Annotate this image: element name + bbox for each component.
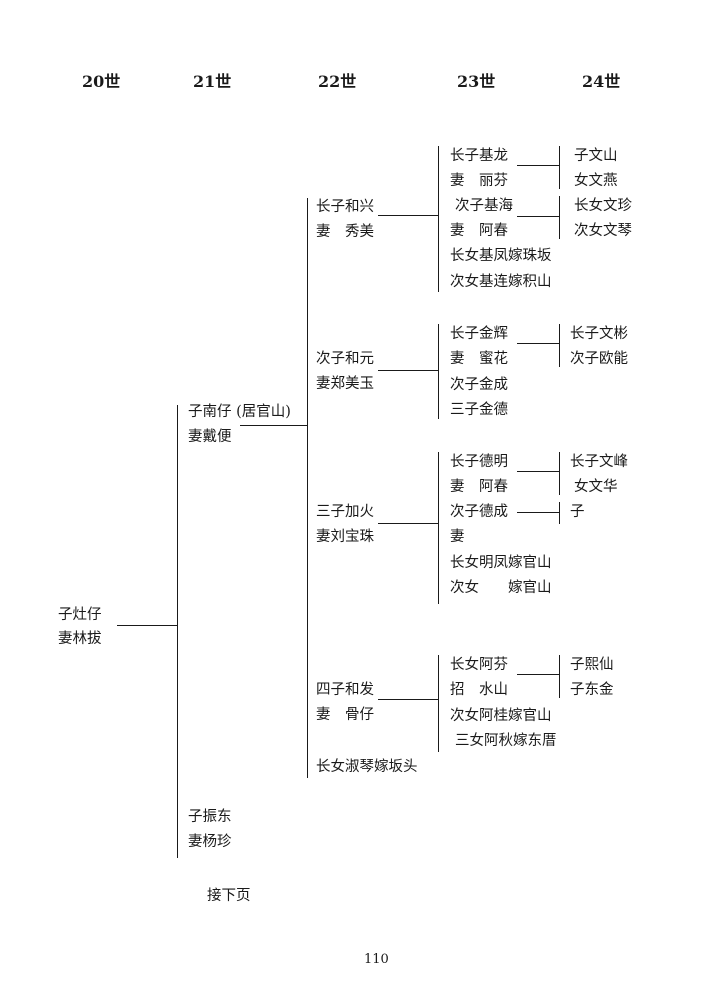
connector-gen22-3 <box>378 523 438 524</box>
gen22-name-1: 长子和兴 <box>316 199 374 215</box>
gen23-g2-2: 妻 蜜花 <box>450 351 508 367</box>
gen24-g3-1: 长子文峰 <box>570 454 628 470</box>
connector-gen24-g2-trunk <box>559 324 560 367</box>
gen23-g1-4: 妻 阿春 <box>450 223 508 239</box>
generation-header-22: 22世 <box>318 72 357 91</box>
gen23-g3-5: 长女明凤嫁官山 <box>450 555 552 571</box>
gen24-g4-2: 子东金 <box>570 682 614 698</box>
gen23-g4-2: 招 水山 <box>450 682 508 698</box>
connector-gen23-g4-trunk <box>438 655 439 752</box>
connector-gen24-g1a-trunk <box>559 146 560 189</box>
connector-gen22-1 <box>378 215 438 216</box>
gen24-g2-1: 长子文彬 <box>570 326 628 342</box>
connector-gen23-g2-trunk <box>438 324 439 419</box>
gen23-g4-1: 长女阿芬 <box>450 657 508 673</box>
root-name: 子灶仔 <box>58 607 102 623</box>
connector-gen24-g4-trunk <box>559 655 560 698</box>
continue-note: 接下页 <box>207 888 251 904</box>
gen23-g3-1: 长子德明 <box>450 454 508 470</box>
gen23-g2-3: 次子金成 <box>450 377 508 393</box>
gen23-g4-4: 三女阿秋嫁东厝 <box>455 733 557 749</box>
connector-gen24-g2 <box>517 343 559 344</box>
connector-gen24-g1b <box>517 216 559 217</box>
connector-gen24-g4 <box>517 674 559 675</box>
gen23-g1-1: 长子基龙 <box>450 148 508 164</box>
gen22-name-4: 四子和发 <box>316 682 374 698</box>
root-wife: 妻林拔 <box>58 631 102 647</box>
connector-gen22-4 <box>378 699 438 700</box>
gen21-wife-1: 妻戴便 <box>188 429 232 445</box>
gen24-g1-2: 女文燕 <box>574 173 618 189</box>
gen22-name-2: 次子和元 <box>316 351 374 367</box>
gen22-wife-3: 妻刘宝珠 <box>316 529 374 545</box>
connector-gen24-g1b-trunk <box>559 196 560 239</box>
connector-gen24-g3a-trunk <box>559 452 560 495</box>
gen24-g3-2: 女文华 <box>574 479 618 495</box>
gen24-g4-1: 子熙仙 <box>570 657 614 673</box>
gen21-name-1: 子南仔 (居官山) <box>188 404 291 420</box>
gen23-g3-6: 次女 嫁官山 <box>450 580 552 596</box>
gen22-wife-2: 妻郑美玉 <box>316 376 374 392</box>
gen22-daughter: 长女淑琴嫁坂头 <box>316 759 418 775</box>
gen23-g2-4: 三子金德 <box>450 402 508 418</box>
page-number: 110 <box>364 952 389 967</box>
connector-gen23-g3-trunk <box>438 452 439 604</box>
gen23-g2-1: 长子金辉 <box>450 326 508 342</box>
connector-gen24-g3b-trunk <box>559 502 560 524</box>
gen22-wife-1: 妻 秀美 <box>316 224 374 240</box>
connector-gen22-trunk <box>307 198 308 778</box>
gen23-g3-3: 次子德成 <box>450 504 508 520</box>
gen21-name-2: 子振东 <box>188 809 232 825</box>
connector-root <box>117 625 177 626</box>
gen22-wife-4: 妻 骨仔 <box>316 707 374 723</box>
gen24-g3-3: 子 <box>570 504 585 520</box>
gen24-g1-4: 次女文琴 <box>574 223 632 239</box>
gen22-name-3: 三子加火 <box>316 504 374 520</box>
gen24-g1-1: 子文山 <box>574 148 618 164</box>
generation-header-21: 21世 <box>193 72 232 91</box>
generation-header-20: 20世 <box>82 72 121 91</box>
gen23-g4-3: 次女阿桂嫁官山 <box>450 708 552 724</box>
connector-gen21-trunk <box>177 405 178 858</box>
gen23-g1-2: 妻 丽芬 <box>450 173 508 189</box>
connector-gen24-g3b <box>517 512 559 513</box>
connector-gen21-1 <box>240 425 307 426</box>
gen23-g1-6: 次女基连嫁积山 <box>450 274 552 290</box>
connector-gen24-g3a <box>517 471 559 472</box>
generation-header-23: 23世 <box>457 72 496 91</box>
gen24-g1-3: 长女文珍 <box>574 198 632 214</box>
gen23-g1-3: 次子基海 <box>455 198 513 214</box>
gen23-g1-5: 长女基凤嫁珠坂 <box>450 248 552 264</box>
gen23-g3-4: 妻 <box>450 529 465 545</box>
connector-gen22-2 <box>378 370 438 371</box>
gen24-g2-2: 次子欧能 <box>570 351 628 367</box>
connector-gen23-g1-trunk <box>438 146 439 292</box>
gen21-wife-2: 妻杨珍 <box>188 834 232 850</box>
gen23-g3-2: 妻 阿春 <box>450 479 508 495</box>
connector-gen24-g1a <box>517 165 559 166</box>
generation-header-24: 24世 <box>582 72 621 91</box>
